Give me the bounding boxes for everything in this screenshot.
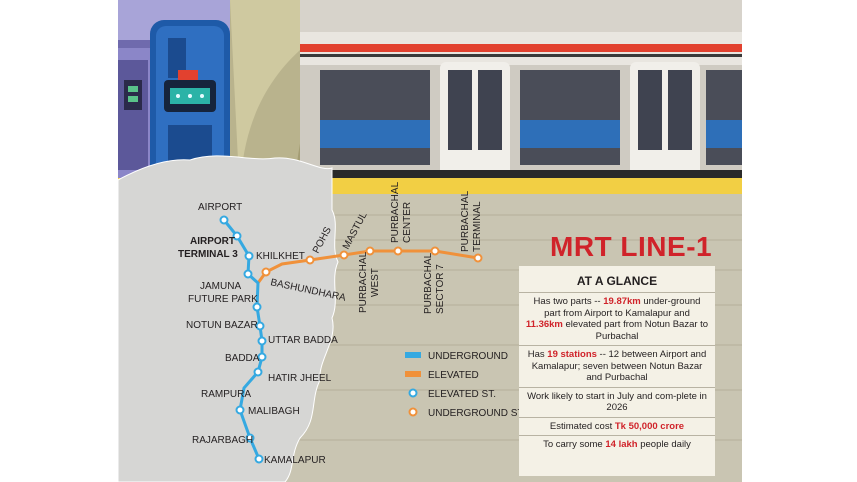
label-notun-bazar: NOTUN BAZAR: [186, 320, 258, 331]
glance-highlight: 19 stations: [547, 349, 597, 360]
label-rampura: RAMPURA: [201, 389, 251, 400]
glance-text: elevated part from Notun Bazar to Purbac…: [562, 319, 709, 342]
station-marker-purbachal-terminal: [473, 253, 483, 263]
legend-underground-st: UNDERGROUND ST.: [428, 408, 525, 419]
label-purbachal-terminal-2: TERMINAL: [472, 201, 483, 252]
label-purbachal-west-1: PURBACHAL: [358, 251, 369, 313]
glance-text: -- 12 between Airport and Kamalapur; sev…: [531, 349, 707, 383]
station-marker-malibagh: [235, 405, 245, 415]
glance-row-stations: Has 19 stations -- 12 between Airport an…: [519, 345, 715, 387]
glance-text: under-ground part from Airport to Kamala…: [544, 296, 701, 319]
legend-elevated-st: ELEVATED ST.: [428, 389, 496, 400]
station-marker-airport-terminal-3: [232, 231, 242, 241]
station-marker-purbachal-sector-7: [430, 246, 440, 256]
station-marker-khilkhet: [244, 251, 254, 261]
label-airport-terminal-1: AIRPORT: [190, 236, 235, 247]
station-marker-bashundhara: [261, 267, 271, 277]
label-airport: AIRPORT: [198, 202, 242, 213]
glance-highlight: Tk 50,000 crore: [614, 420, 685, 432]
map-legend: UNDERGROUND ELEVATED ELEVATED ST. UNDERG…: [405, 351, 525, 419]
metro-train-illustration: [300, 0, 742, 200]
legend-elevated-st-marker: [408, 388, 418, 398]
station-marker-pohs: [305, 255, 315, 265]
station-marker-mastul: [339, 250, 349, 260]
glance-highlight: 19.87km: [603, 296, 641, 307]
label-purbachal-center-1: PURBACHAL: [390, 181, 401, 243]
label-purbachal-sector7-2: SECTOR 7: [435, 264, 446, 314]
label-badda: BADDA: [225, 353, 260, 364]
label-rajarbagh: RAJARBAGH: [192, 435, 253, 446]
glance-highlight: 11.36km: [525, 319, 563, 330]
at-a-glance-panel: AT A GLANCE Has two parts -- 19.87km und…: [519, 266, 715, 476]
infographic-title: MRT LINE-1: [550, 231, 712, 262]
legend-underground-st-marker: [408, 407, 418, 417]
label-purbachal-terminal-1: PURBACHAL: [460, 190, 471, 252]
glance-highlight: 14 lakh: [605, 439, 638, 450]
station-marker-rampura: [253, 367, 263, 377]
station-marker-notun-bazar: [252, 302, 262, 312]
glance-text: Has two parts --: [533, 296, 604, 307]
label-purbachal-west-2: WEST: [370, 268, 381, 297]
station-marker-uttar-badda: [255, 321, 265, 331]
glance-row-parts: Has two parts -- 19.87km under-ground pa…: [519, 292, 715, 345]
legend-underground: UNDERGROUND: [428, 351, 508, 362]
glance-row-ridership: To carry some 14 lakh people daily: [519, 435, 715, 454]
station-marker-airport: [219, 215, 229, 225]
station-marker-badda: [257, 336, 267, 346]
dhaka-map-shape: [117, 155, 339, 482]
station-marker-jamuna-future-park: [243, 269, 253, 279]
label-airport-terminal-2: TERMINAL 3: [178, 249, 238, 260]
legend-elevated: ELEVATED: [428, 370, 479, 381]
label-hatir-jheel: HATIR JHEEL: [268, 373, 332, 384]
underground-stations: [219, 215, 267, 464]
label-uttar-badda: UTTAR BADDA: [268, 335, 338, 346]
station-marker-purbachal-center: [393, 246, 403, 256]
glance-text: Has: [527, 349, 548, 360]
label-purbachal-sector7-1: PURBACHAL: [423, 252, 434, 314]
elevated-stations: [261, 246, 483, 277]
label-jamuna-2: FUTURE PARK: [188, 294, 258, 305]
glance-row-schedule: Work likely to start in July and com-ple…: [519, 386, 715, 417]
label-purbachal-center-2: CENTER: [402, 202, 413, 243]
at-a-glance-heading: AT A GLANCE: [576, 274, 658, 288]
legend-underground-swatch: [405, 352, 421, 358]
station-marker-hatir-jheel: [257, 352, 267, 362]
glance-row-cost: Estimated cost Tk 50,000 crore: [519, 416, 715, 436]
label-kamalapur: KAMALAPUR: [264, 455, 326, 466]
label-malibagh: MALIBAGH: [248, 406, 300, 417]
glance-text: To carry some: [543, 439, 606, 450]
legend-elevated-swatch: [405, 371, 421, 377]
label-jamuna-1: JAMUNA: [200, 281, 241, 292]
glance-text: Estimated cost: [549, 420, 615, 432]
station-marker-rajarbagh: [245, 433, 255, 443]
glance-text: people daily: [637, 439, 691, 450]
station-marker-purbachal-west: [365, 246, 375, 256]
label-khilkhet: KHILKHET: [256, 251, 305, 262]
station-marker-kamalapur: [254, 454, 264, 464]
